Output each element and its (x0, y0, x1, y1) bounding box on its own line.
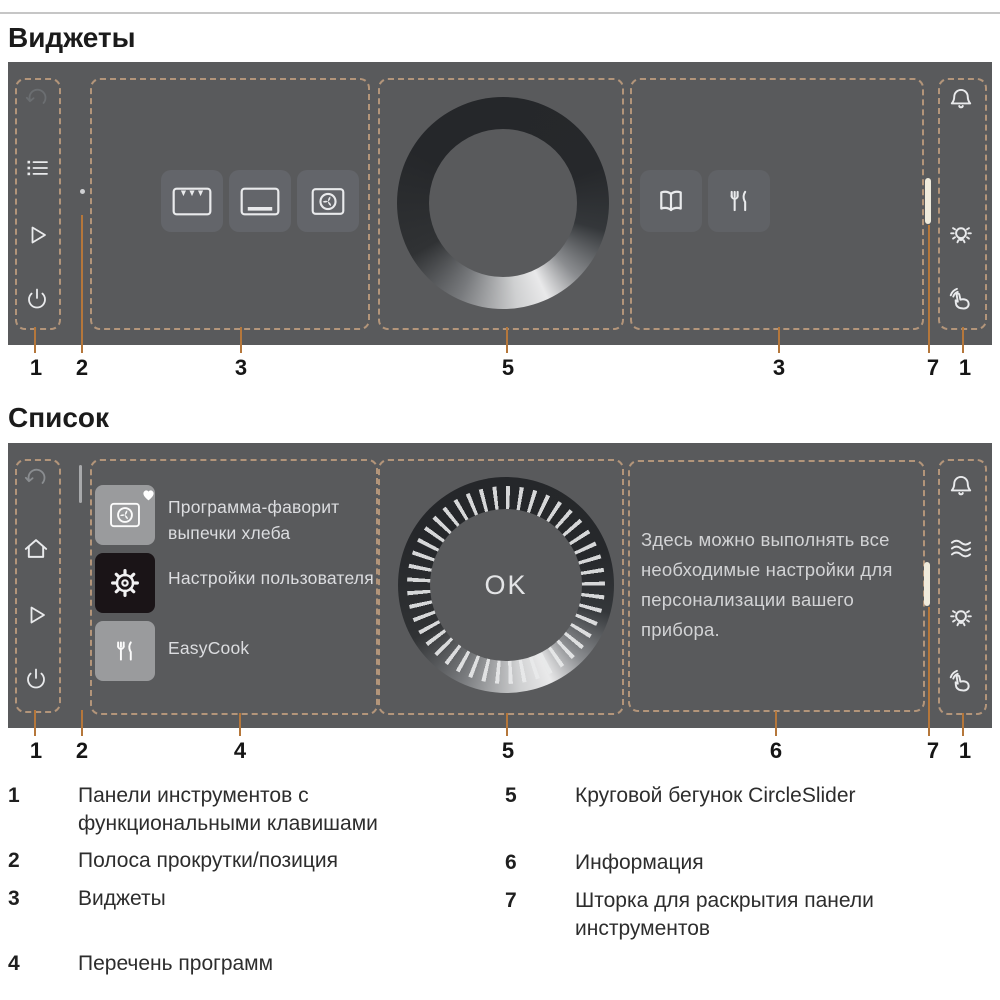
widget-easycook-button[interactable] (708, 170, 770, 232)
gear-icon (111, 569, 139, 597)
legend-text: Круговой бегунок CircleSlider (575, 784, 856, 807)
callout-number: 2 (75, 355, 89, 380)
back-icon[interactable] (21, 465, 51, 495)
widget-oven-bottom-heat-button[interactable] (229, 170, 291, 232)
program-easycook-button[interactable] (95, 621, 155, 681)
callout-number: 4 (233, 738, 247, 763)
leader-line (506, 713, 508, 736)
toolbar-left-outline (15, 78, 61, 330)
play-icon[interactable] (22, 220, 52, 250)
display-panel-list: Программа-фаворит выпечки хлеба Настройк… (8, 443, 992, 728)
hand-gesture-icon[interactable] (946, 667, 976, 697)
callout-number: 1 (958, 738, 972, 763)
toolbar-left-outline (15, 459, 61, 713)
cutlery-icon (730, 190, 747, 212)
legend-number: 5 (505, 784, 517, 807)
legend-text: Полоса прокрутки/позиция (78, 849, 339, 872)
legend-number: 3 (8, 887, 20, 910)
section-title-widgets: Виджеты (8, 22, 136, 53)
oven-top-heat-icon (172, 187, 212, 215)
leader-line (928, 225, 930, 353)
leader-line (506, 327, 508, 353)
heart-icon (141, 487, 156, 506)
callout-number: 7 (926, 355, 940, 380)
back-icon[interactable] (22, 85, 52, 115)
program-label[interactable]: EasyCook (168, 638, 250, 658)
light-icon[interactable] (946, 603, 976, 633)
steam-icon[interactable] (946, 533, 976, 563)
light-icon[interactable] (946, 220, 976, 250)
circle-slider-outline (378, 459, 624, 715)
callout-number: 1 (29, 738, 43, 763)
play-icon[interactable] (21, 600, 51, 630)
widgets-area-left-outline (90, 78, 370, 330)
callout-number: 5 (501, 738, 515, 763)
callout-number: 7 (926, 738, 940, 763)
scroll-position-dot (80, 189, 85, 194)
callout-number: 2 (75, 738, 89, 763)
fan-icon (311, 187, 345, 215)
program-label[interactable]: Программа-фаворит выпечки хлеба (168, 497, 340, 543)
top-divider (0, 12, 1000, 14)
callout-number: 3 (772, 355, 786, 380)
program-list-outline (90, 459, 378, 715)
legend-number: 2 (8, 849, 20, 872)
callout-number: 5 (501, 355, 515, 380)
legend-text: Виджеты (78, 887, 166, 910)
fan-icon (110, 502, 140, 528)
widget-fan-button[interactable] (297, 170, 359, 232)
program-label[interactable]: Настройки пользователя (168, 568, 374, 588)
legend-text: Перечень программ (78, 952, 274, 975)
leader-line (34, 327, 36, 353)
bell-icon[interactable] (946, 85, 976, 115)
home-icon[interactable] (21, 535, 51, 565)
leader-line (778, 327, 780, 353)
leader-line (81, 710, 83, 736)
widget-oven-top-heat-button[interactable] (161, 170, 223, 232)
hand-gesture-icon[interactable] (946, 285, 976, 315)
display-panel-widgets (8, 62, 992, 345)
oven-bottom-heat-icon (240, 187, 280, 215)
program-settings-button[interactable] (95, 553, 155, 613)
leader-line (81, 215, 83, 353)
leader-line (240, 327, 242, 353)
circle-slider-outline (378, 78, 624, 330)
section-title-list: Список (8, 402, 110, 433)
shutter-handle[interactable] (924, 562, 930, 606)
power-icon[interactable] (21, 665, 51, 695)
legend-number: 6 (505, 851, 517, 874)
callout-number: 3 (234, 355, 248, 380)
shutter-handle[interactable] (925, 178, 931, 224)
info-text: Здесь можно выполнять все необходимые на… (641, 529, 893, 640)
widget-cookbook-button[interactable] (640, 170, 702, 232)
legend-text: Информация (575, 851, 704, 874)
power-icon[interactable] (22, 285, 52, 315)
ok-label[interactable]: OK (484, 569, 528, 600)
leader-line (962, 713, 964, 736)
book-icon (660, 190, 682, 212)
circle-slider-center: OK (430, 509, 582, 661)
leader-line (962, 327, 964, 353)
legend-number: 7 (505, 889, 517, 912)
callout-number: 1 (958, 355, 972, 380)
circle-slider-center (429, 129, 577, 277)
legend-text: Шторка для раскрытия панели инструментов (575, 889, 874, 940)
callout-number: 1 (29, 355, 43, 380)
widgets-area-right-outline (630, 78, 924, 330)
list-icon[interactable] (22, 153, 52, 183)
callout-number: 6 (769, 738, 783, 763)
bell-icon[interactable] (946, 472, 976, 502)
legend-text: Панели инструментов с функциональными кл… (78, 784, 378, 835)
leader-line (928, 607, 930, 736)
scrollbar-position[interactable] (79, 465, 82, 503)
legend-number: 1 (8, 784, 20, 807)
leader-line (775, 711, 777, 736)
cutlery-icon (117, 641, 132, 661)
leader-line (34, 710, 36, 736)
leader-line (239, 713, 241, 736)
legend-number: 4 (8, 952, 20, 975)
